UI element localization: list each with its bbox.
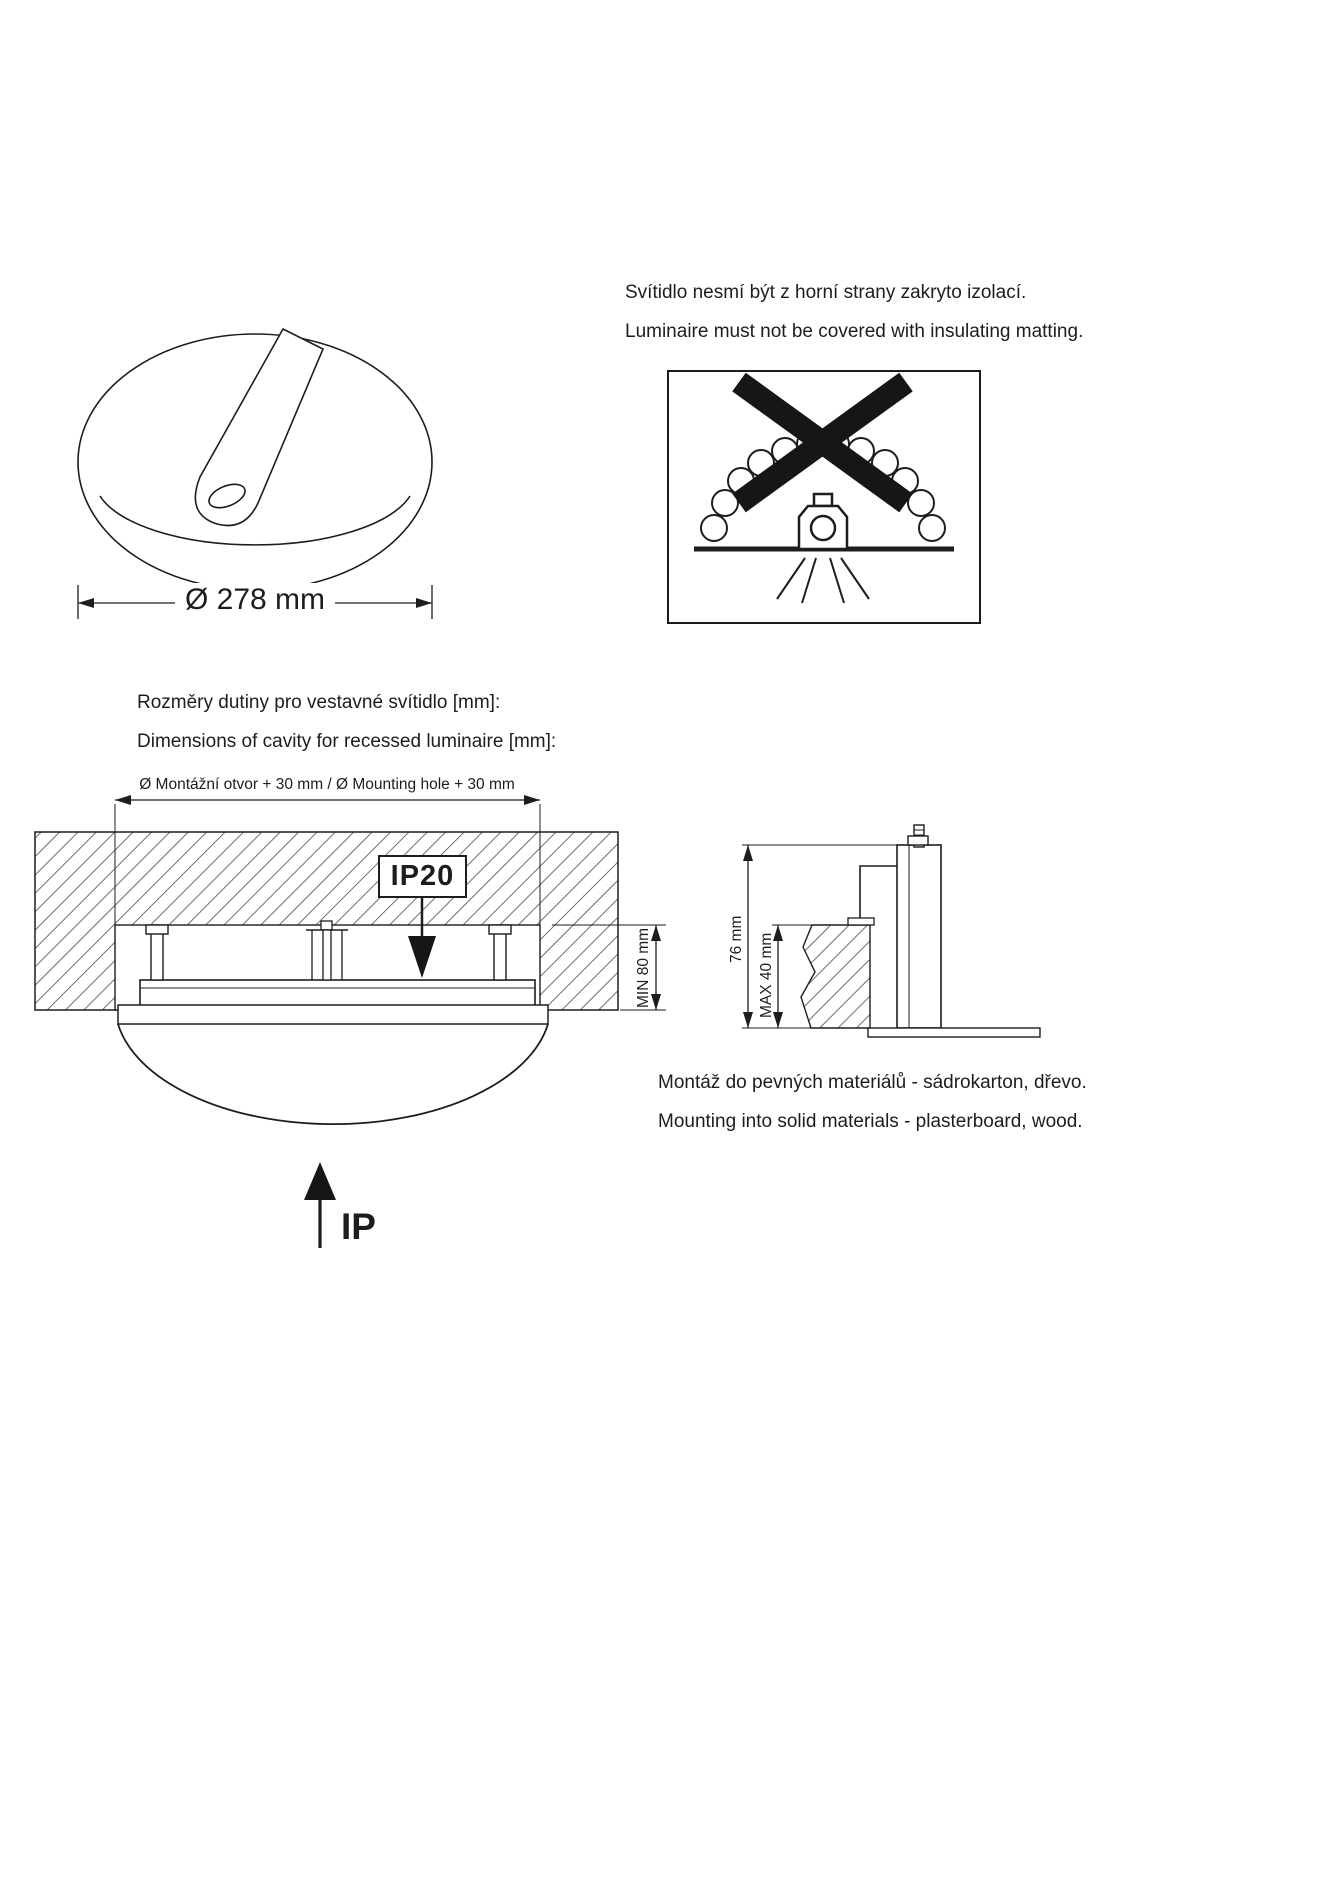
trim-flange [117,1004,549,1025]
center-mounting-clip [306,920,348,981]
max-thickness-dimension: MAX 40 mm [758,924,812,1028]
luminaire-perspective-drawing [77,327,433,591]
min-depth-dimension: MIN 80 mm [552,924,666,1011]
insulation-note-czech: Svítidlo nesmí být z horní strany zakryt… [625,282,1027,303]
diameter-label: Ø 278 mm [174,583,336,617]
light-rays [776,557,870,604]
min-depth-label: MIN 80 mm [635,928,652,1008]
height-dimension: 76 mm [728,844,897,1029]
recessed-lamp-symbol [797,492,849,551]
right-mounting-screw [488,924,512,981]
detail-trim-flange [867,1027,1041,1038]
clamp-foot [847,917,875,926]
ip20-arrow [408,898,436,978]
left-mounting-screw [145,924,169,981]
mounting-hole-label: Ø Montážní otvor + 30 mm / Ø Mounting ho… [139,776,515,793]
prohibition-cross-icon [732,372,913,513]
mounting-note-english: Mounting into solid materials - plasterb… [658,1111,1083,1132]
bulb-icon [809,514,837,542]
cavity-note-czech: Rozměry dutiny pro vestavné svítidlo [mm… [137,692,501,713]
ceiling-cross-section: MIN 80 mm [34,795,666,1248]
luminaire-inner-arc [99,495,411,546]
mounting-detail-section: 76 mm MAX 40 mm [728,824,1041,1038]
mounting-note-czech: Montáž do pevných materiálů - sádrokarto… [658,1072,1087,1093]
mounting-bracket-arm [194,327,325,527]
cavity-note-english: Dimensions of cavity for recessed lumina… [137,731,557,752]
fixture-side-profile [847,824,1041,1038]
ip-label: IP [341,1206,376,1247]
clamp-bracket [859,865,897,918]
max-thickness-label: MAX 40 mm [758,933,775,1018]
insulation-warning-pictogram [667,370,981,624]
insulation-note-english: Luminaire must not be covered with insul… [625,321,1084,342]
dome-diffuser [117,1023,549,1126]
adjustment-screw [907,824,929,848]
fixture-plate [139,979,536,1007]
wall-material-hatched [800,924,871,1029]
ip-arrow [304,1162,336,1248]
ip20-rating-badge: IP20 [378,855,467,898]
bracket-slot [208,483,246,509]
fixture-body [896,844,942,1029]
recessed-fixture [117,920,549,1025]
mounting-hole-dimension [114,795,541,925]
height-label: 76 mm [728,916,745,963]
